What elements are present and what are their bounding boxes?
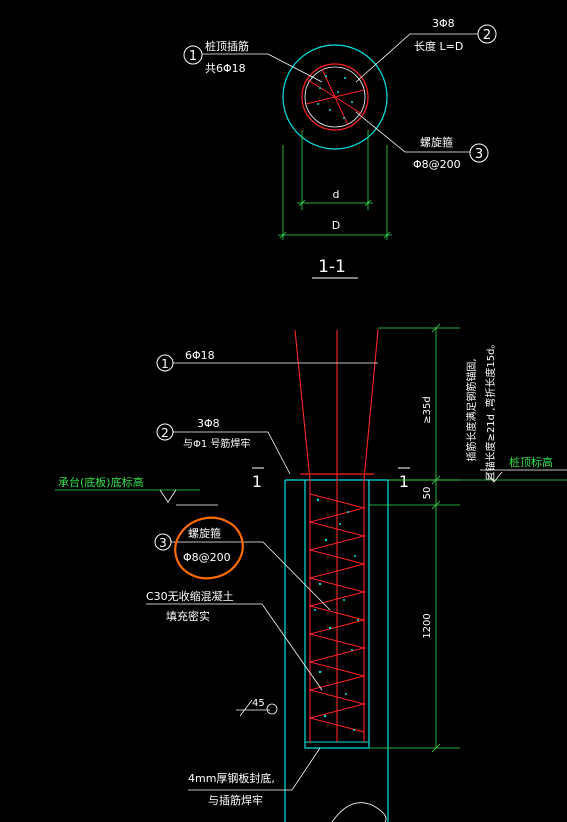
section-concrete-dots xyxy=(317,75,353,119)
section-1-1: 1 2 3 桩顶插筋 共6Φ18 3Φ8 长度 L=D 螺旋箍 Φ8@200 d… xyxy=(183,17,497,279)
elev-callout-1-number: 1 xyxy=(161,357,169,371)
cage-inner-circle xyxy=(304,66,366,128)
elev-callout-3-line1: 螺旋箍 xyxy=(188,526,221,540)
vertical-rebars xyxy=(294,329,379,742)
side-note-line2: 且锚长度≥21d ,弯折长度15d。 xyxy=(484,339,497,482)
plate-leader xyxy=(188,747,321,791)
pile-top-elevation-triangle xyxy=(485,471,503,483)
section-callout-3-circle xyxy=(469,143,489,163)
elev-callout-2-line2: 与Φ1 号筋焊牢 xyxy=(183,437,250,450)
section-callout-3-line1: 螺旋箍 xyxy=(420,135,453,149)
section-leader-1 xyxy=(202,53,323,83)
dim-outer-diameter: D xyxy=(332,219,340,232)
section-callout-2-line1: 3Φ8 xyxy=(432,17,455,30)
concrete-note-line1: C30无收缩混凝土 xyxy=(146,589,234,603)
pile-walls xyxy=(284,479,389,822)
section-leader-2 xyxy=(355,33,478,83)
spiral-hoop xyxy=(308,493,366,733)
concrete-note-line2: 填充密实 xyxy=(166,609,210,623)
section-leader-3 xyxy=(355,111,470,153)
pile-bottom-arc xyxy=(331,802,387,822)
section-dimensions xyxy=(278,130,392,240)
dim-inner-diameter: d xyxy=(333,188,340,201)
angle-mark-slant xyxy=(239,699,253,717)
section-callout-2-line2: 长度 L=D xyxy=(414,39,463,53)
section-callout-1-number: 1 xyxy=(189,49,197,64)
section-mark-right: 1 xyxy=(399,472,409,491)
elev-callout-3-line2: Φ8@200 xyxy=(183,551,231,564)
steel-plate xyxy=(304,741,370,749)
section-title: 1-1 xyxy=(318,257,346,277)
section-callout-2-number: 2 xyxy=(483,28,491,43)
section-callout-2-circle xyxy=(477,24,497,44)
section-callout-1-circle xyxy=(183,45,203,65)
elev-leader-3 xyxy=(171,541,331,611)
cap-elevation-label: 承台(底板)底标高 xyxy=(58,475,144,489)
cap-elevation-triangle xyxy=(159,489,177,503)
vertical-dimension-lines xyxy=(369,323,460,753)
section-callout-3-line2: Φ8@200 xyxy=(413,158,461,171)
pile-outer-circle xyxy=(282,44,388,150)
section-callout-3-number: 3 xyxy=(475,147,483,162)
elevation-view: 1 6Φ18 2 3Φ8 与Φ1 号筋焊牢 3 螺旋箍 Φ8@200 C30无收… xyxy=(55,323,567,822)
elev-callout-2-number: 2 xyxy=(161,426,169,440)
cross-bars xyxy=(305,68,365,126)
elev-callout-1-line1: 6Φ18 xyxy=(185,349,215,362)
dim-top-label: ≥35d xyxy=(422,396,433,423)
section-callout-1-line2: 共6Φ18 xyxy=(205,62,246,75)
section-callout-1-line1: 桩顶插筋 xyxy=(205,39,249,53)
plate-note-line1: 4mm厚钢板封底, xyxy=(188,771,275,785)
dim-mid-label: 50 xyxy=(422,487,433,500)
pile-top-elevation-label: 桩顶标高 xyxy=(509,455,553,469)
section-mark-left: 1 xyxy=(252,472,262,491)
elev-callout-3-number: 3 xyxy=(159,536,167,550)
markup-highlight xyxy=(174,516,244,580)
angle-mark-circle xyxy=(266,703,278,715)
elev-callout-2-line1: 3Φ8 xyxy=(197,417,220,430)
concrete-leader xyxy=(146,603,323,691)
angle-mark-text: 45 xyxy=(252,698,265,709)
elev-leader-2 xyxy=(173,431,291,475)
side-note-line1: 插筋长度满足钢筋锚固, xyxy=(465,358,478,461)
plate-note-line2: 与插筋焊牢 xyxy=(208,793,263,807)
dim-bottom-label: 1200 xyxy=(422,613,433,638)
rebar-cage-circle xyxy=(301,63,369,131)
elevation-concrete-dots xyxy=(314,498,359,731)
